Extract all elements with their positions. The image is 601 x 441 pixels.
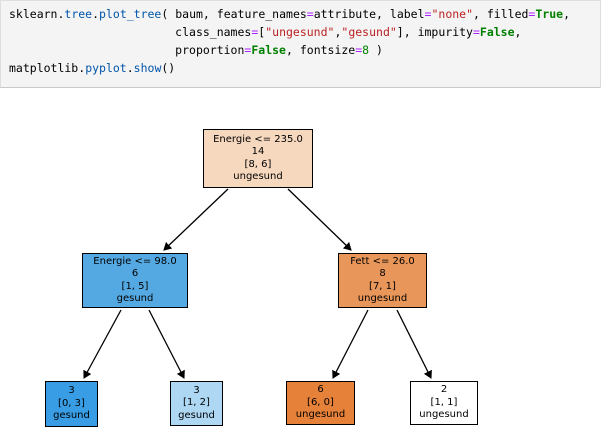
code-token-punct <box>9 43 175 57</box>
code-token-name: proportion <box>175 43 245 57</box>
code-token-operator: = <box>306 7 314 21</box>
tree-node-text: ungesund <box>419 409 469 421</box>
code-token-punct: ) <box>369 43 383 57</box>
code-token-name: baum <box>175 7 203 21</box>
tree-node-text: [0, 3] <box>58 397 85 409</box>
code-token-property: tree <box>64 7 93 21</box>
code-token-name: fontsize <box>299 43 356 57</box>
code-token-punct <box>9 25 175 39</box>
code-token-operator: = <box>424 7 432 21</box>
code-token-punct: , <box>202 7 217 21</box>
tree-edge-2 <box>83 309 122 379</box>
code-token-punct: , <box>285 43 300 57</box>
code-token-punct: , <box>473 7 487 21</box>
code-token-name: sklearn <box>9 7 58 21</box>
tree-node-text: gesund <box>178 409 215 421</box>
code-token-punct: . <box>126 61 134 75</box>
tree-node-leaf-ungesund-pure: 6[6, 0]ungesund <box>286 381 355 425</box>
tree-edge-5 <box>396 309 432 379</box>
tree-node-text: gesund <box>53 410 90 422</box>
tree-node-text: 6 <box>317 384 324 396</box>
code-token-string: "none" <box>431 7 474 21</box>
tree-node-leaf-ungesund-tied: 2[1, 1]ungesund <box>410 381 478 425</box>
code-token-keyword: False <box>251 43 286 57</box>
code-token-operator: = <box>472 25 480 39</box>
tree-node-text: [1, 2] <box>183 397 210 409</box>
tree-edge-4 <box>332 309 369 379</box>
tree-node-text: ungesund <box>233 171 283 182</box>
tree-node-text: 3 <box>193 384 200 396</box>
code-token-keyword: True <box>535 7 564 21</box>
tree-edge-1 <box>287 188 352 251</box>
code-token-operator: = <box>244 43 252 57</box>
tree-node-text: 14 <box>251 146 265 157</box>
code-token-punct: , <box>563 7 570 21</box>
code-token-punct: , <box>514 25 522 39</box>
code-line-2: proportion=False, fontsize=8 ) <box>9 41 592 59</box>
code-token-name: filled <box>486 7 529 21</box>
code-token-operator: = <box>355 43 363 57</box>
code-token-punct: [ <box>258 25 266 39</box>
tree-node-text: Fett <= 26.0 <box>350 255 415 267</box>
tree-node-text: 2 <box>440 384 448 396</box>
code-line-0: sklearn.tree.plot_tree( baum, feature_na… <box>9 5 592 23</box>
code-token-name: impurity <box>417 25 473 39</box>
code-token-punct: ( <box>161 7 176 21</box>
tree-node-text: ungesund <box>295 409 346 421</box>
tree-node-text: [8, 6] <box>244 158 272 170</box>
tree-node-text: 6 <box>131 268 139 279</box>
tree-node-text: Energie <= 98.0 <box>93 255 177 267</box>
code-token-punct: , <box>334 25 342 39</box>
code-token-name: matplotlib <box>9 61 79 75</box>
code-token-property: pyplot <box>85 61 127 75</box>
tree-node-text: 3 <box>68 385 75 397</box>
code-line-1: class_names=["ungesund","gesund"], impur… <box>9 23 592 41</box>
code-token-punct: , <box>376 7 390 21</box>
tree-node-text: [1, 5] <box>121 280 149 292</box>
code-token-property: show <box>133 61 162 75</box>
code-token-name: class_names <box>175 25 252 39</box>
code-token-name: attribute <box>313 7 377 21</box>
code-token-operator: = <box>251 25 259 39</box>
tree-edge-0 <box>163 188 229 251</box>
tree-node-text: gesund <box>116 293 154 304</box>
tree-edge-3 <box>148 309 185 379</box>
code-token-number: 8 <box>362 43 370 57</box>
code-line-3: matplotlib.pyplot.show() <box>9 59 592 77</box>
tree-node-text: ungesund <box>357 293 408 304</box>
tree-node-text: Energie <= 235.0 <box>213 133 303 145</box>
tree-node-text: 8 <box>379 268 386 279</box>
code-token-punct: . <box>92 7 100 21</box>
tree-node-leaf-gesund-pure: 3[0, 3]gesund <box>45 381 98 427</box>
code-cell[interactable]: sklearn.tree.plot_tree( baum, feature_na… <box>0 0 601 88</box>
code-token-name: feature_names <box>216 7 307 21</box>
code-token-name: label <box>389 7 425 21</box>
code-token-property: plot_tree <box>99 7 162 21</box>
code-token-punct: . <box>57 7 65 21</box>
code-token-keyword: False <box>479 25 515 39</box>
tree-node-text: [7, 1] <box>369 280 396 292</box>
code-token-operator: = <box>528 7 536 21</box>
code-token-string: "ungesund" <box>265 25 335 39</box>
code-token-punct: ], <box>396 25 418 39</box>
code-token-punct: . <box>78 61 86 75</box>
tree-node-text: [1, 1] <box>430 396 458 408</box>
tree-node-leaf-gesund-mixed: 3[1, 2]gesund <box>170 381 223 426</box>
code-token-string: "gesund" <box>341 25 397 39</box>
tree-node-text: [6, 0] <box>307 396 334 408</box>
code-token-punct: () <box>161 61 176 75</box>
